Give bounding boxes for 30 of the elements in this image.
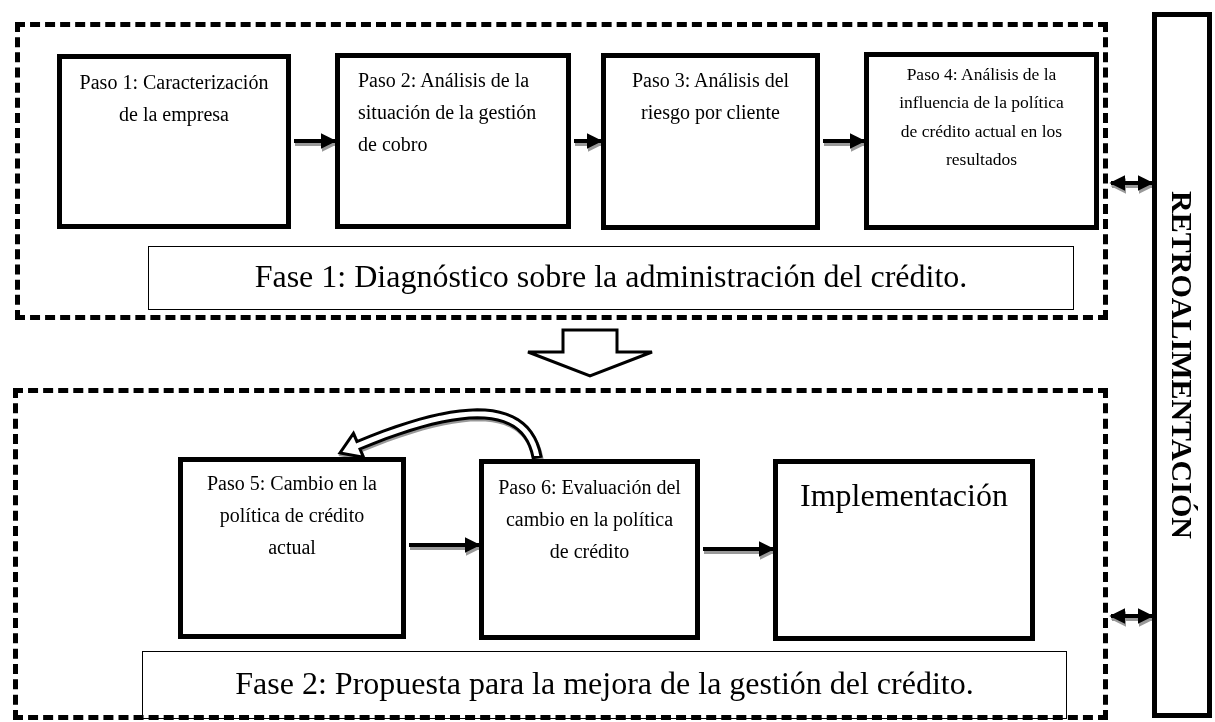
step-box bbox=[335, 53, 571, 229]
node-label: Paso 5: Cambio en la política de crédito actual bbox=[206, 471, 378, 560]
vertical-label: RETROALIMENTACIÓN bbox=[1165, 191, 1200, 539]
node-label: Implementación bbox=[799, 476, 1009, 515]
step-box bbox=[57, 54, 291, 229]
feedback-box bbox=[1152, 12, 1212, 718]
step-box bbox=[864, 52, 1099, 230]
arrow bbox=[703, 541, 775, 557]
node-label: Fase 2: Propuesta para la mejora de la gestión del crédito. bbox=[234, 664, 975, 703]
block-arrow bbox=[526, 328, 654, 378]
node-label: Paso 3: Análisis del riesgo por cliente bbox=[630, 68, 791, 126]
phase-label-box bbox=[148, 246, 1074, 310]
double-arrow bbox=[1109, 608, 1154, 624]
phase-label-box bbox=[142, 651, 1067, 719]
node-label: Fase 1: Diagnóstico sobre la administración del crédito. bbox=[253, 257, 969, 296]
node-label: Paso 1: Caracterización de la empresa bbox=[78, 70, 270, 128]
arrow bbox=[574, 133, 603, 149]
step-box bbox=[479, 459, 700, 640]
step-box bbox=[601, 53, 820, 230]
arrow bbox=[823, 133, 866, 149]
implementation-box bbox=[773, 459, 1035, 641]
arrow bbox=[294, 133, 337, 149]
phase-container bbox=[15, 22, 1108, 320]
step-box bbox=[178, 457, 406, 639]
node-label: Paso 6: Evaluación del cambio en la política de crédito bbox=[497, 475, 682, 564]
node-label: Paso 2: Análisis de la situación de la gestión de cobro bbox=[357, 68, 538, 157]
double-arrow bbox=[1109, 175, 1154, 191]
curved-block-arrow bbox=[337, 408, 543, 460]
node-label: Paso 4: Análisis de la influencia de la política de crédito actual en los resultados bbox=[898, 63, 1065, 172]
arrow bbox=[409, 537, 481, 553]
